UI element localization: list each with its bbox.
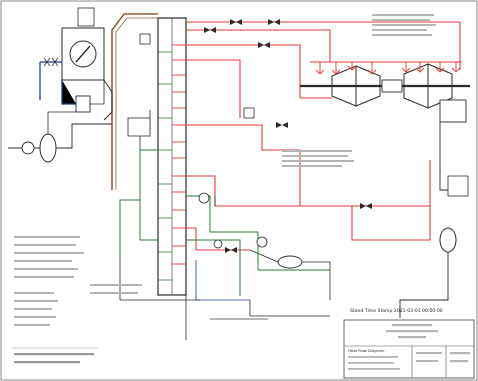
valve-lp-1 xyxy=(360,203,372,209)
caption-line xyxy=(14,361,80,364)
ip-steam-header xyxy=(186,29,331,62)
lp-drum-piping xyxy=(249,249,331,300)
column-components xyxy=(127,33,268,249)
title-line xyxy=(450,360,468,363)
title-line xyxy=(416,352,442,354)
deaerator-area xyxy=(249,227,457,318)
note-line xyxy=(372,24,436,26)
title-line xyxy=(416,360,438,362)
pump-icon-3 xyxy=(213,239,223,249)
valve-hrh-1 xyxy=(276,122,288,128)
legend-line xyxy=(14,268,78,270)
drum-level-box xyxy=(139,33,151,45)
air-filter-box xyxy=(77,7,95,27)
lp-drum-vessel xyxy=(277,255,303,269)
valve-hp-2 xyxy=(268,19,280,25)
compressor-icon xyxy=(69,40,97,68)
compressor-blade-icon xyxy=(75,45,91,63)
reheat-steam-line xyxy=(186,44,332,99)
condensate-return-loop xyxy=(351,206,431,241)
title-block-illegible xyxy=(348,324,470,370)
lp-steam-drop xyxy=(186,59,241,118)
deaerator-outlet xyxy=(399,252,449,318)
turbine-coupling xyxy=(381,79,403,93)
legend-line xyxy=(14,236,80,238)
title-block: Stand Time Stamp 2021-03-01 00:00:00 Hea… xyxy=(343,308,475,379)
feedwater-line-a xyxy=(186,239,241,296)
pipe-seg-2 xyxy=(119,260,200,301)
pump-icon-1 xyxy=(198,192,210,204)
title-line xyxy=(450,352,470,355)
extraction-arrows xyxy=(315,62,461,75)
separator-vent-line xyxy=(47,111,76,134)
fuel-valves xyxy=(43,57,59,67)
note-line xyxy=(372,34,432,36)
condensate-drop xyxy=(119,199,140,260)
steam-turbine-train xyxy=(300,61,470,197)
hrsg-economizer-ticks xyxy=(158,51,172,281)
note-line xyxy=(372,29,427,31)
hrsg-inner-wall xyxy=(171,17,187,296)
title-line xyxy=(386,330,438,333)
valve-ip-1 xyxy=(204,27,216,33)
legend-line xyxy=(14,324,50,326)
valve-rh-1 xyxy=(258,42,270,48)
lp-evaporator-line xyxy=(186,227,250,251)
legend-line xyxy=(90,284,142,286)
legend-line xyxy=(14,316,56,318)
control-valve-box xyxy=(243,107,255,119)
time-stamp-text: Stand Time Stamp 2021-03-01 00:00:00 xyxy=(350,308,443,314)
title-line xyxy=(398,336,426,339)
pipe-seg-4 xyxy=(249,300,330,317)
title-line xyxy=(392,324,432,327)
legend-line xyxy=(210,318,268,320)
legend-line xyxy=(14,300,58,302)
note-line xyxy=(282,155,348,157)
left-legend-notes xyxy=(14,236,268,326)
valve-symbols xyxy=(204,19,372,253)
note-line xyxy=(282,160,354,162)
title-line xyxy=(348,356,398,358)
title-line xyxy=(348,362,394,364)
note-line xyxy=(282,150,352,152)
legend-line xyxy=(14,252,84,254)
upper-right-notes xyxy=(372,14,436,36)
valve-ev-1 xyxy=(225,247,237,253)
condenser-box xyxy=(447,175,469,197)
legend-line xyxy=(14,260,72,262)
valve-hp-1 xyxy=(230,19,242,25)
gas-turbine-area xyxy=(8,7,113,163)
title-line xyxy=(348,368,400,370)
deaerator-vessel xyxy=(439,227,457,253)
fuel-gas-feed xyxy=(90,80,105,105)
note-line xyxy=(372,19,430,21)
fuel-gas-branch xyxy=(61,80,76,105)
feedwater-line-b xyxy=(186,195,258,233)
caption-line xyxy=(14,353,94,356)
note-line xyxy=(282,165,342,167)
legend-line xyxy=(14,292,54,294)
fuel-gas-heater xyxy=(75,95,91,113)
economizer-bypass xyxy=(139,149,158,241)
hrsg-tube-bundles xyxy=(172,44,186,265)
attemperator-box xyxy=(127,117,151,137)
legend-line xyxy=(90,292,138,294)
pump-icon-2 xyxy=(256,236,268,248)
mid-notes xyxy=(282,150,354,167)
lp-return-line xyxy=(186,175,300,207)
fuel-separator-vessel xyxy=(39,133,57,163)
turbine-outlet-diffuser xyxy=(103,79,113,121)
legend-line xyxy=(14,244,76,246)
legend-line xyxy=(14,308,52,310)
note-line xyxy=(372,14,434,16)
flue-gas-duct-inner xyxy=(115,17,158,190)
legend-line xyxy=(14,276,74,278)
fuel-discharge-line xyxy=(56,123,112,149)
bottom-left-caption xyxy=(12,347,98,364)
generator-box xyxy=(439,99,467,123)
hrsg-column xyxy=(111,13,187,296)
title-block-heading: Heat Flow Diagram xyxy=(348,348,385,353)
